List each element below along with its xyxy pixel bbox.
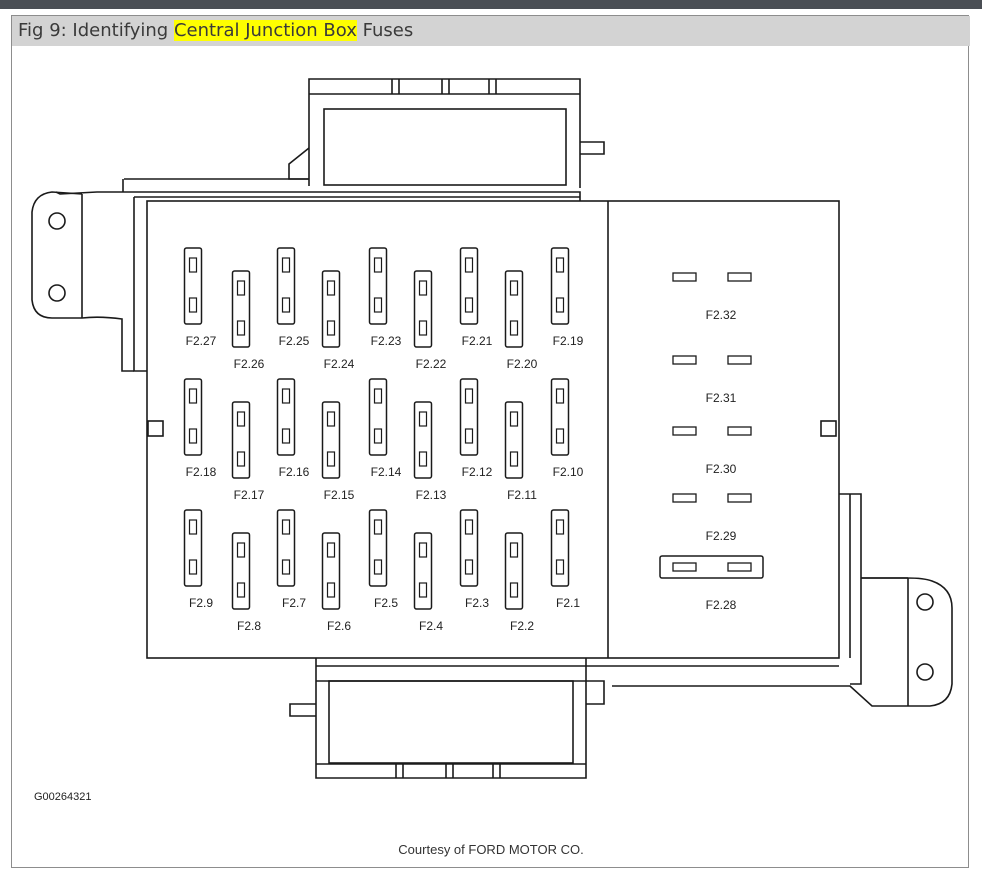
fuse-label: F2.22 — [416, 357, 447, 371]
fuse-label: F2.32 — [706, 308, 737, 322]
fuse-f2-2: F2.2 — [504, 532, 534, 633]
fuse-f2-13: F2.13 — [413, 401, 447, 502]
fuse-f2-5: F2.5 — [368, 509, 398, 610]
fuse-f2-27: F2.27 — [183, 247, 217, 348]
fuse-label: F2.9 — [189, 596, 213, 610]
fuse-label: F2.24 — [324, 357, 355, 371]
fuse-f2-7: F2.7 — [276, 509, 306, 610]
fuse-label: F2.29 — [706, 529, 737, 543]
fuse-label: F2.8 — [237, 619, 261, 633]
fuse-label: F2.13 — [416, 488, 447, 502]
fuse-f2-11: F2.11 — [504, 401, 537, 502]
fuse-label: F2.26 — [234, 357, 265, 371]
title-prefix: Fig 9: Identifying — [18, 20, 174, 41]
housing-outline — [31, 78, 953, 779]
fuse-f2-15: F2.15 — [321, 401, 355, 502]
fuse-f2-8: F2.8 — [231, 532, 261, 633]
fuse-f2-23: F2.23 — [368, 247, 402, 348]
fuse-label: F2.31 — [706, 391, 737, 405]
fuse-label: F2.6 — [327, 619, 351, 633]
fuse-f2-1: F2.1 — [550, 509, 580, 610]
fuse-label: F2.7 — [282, 596, 306, 610]
title-highlight: Central Junction Box — [173, 20, 357, 41]
fuse-label: F2.14 — [371, 465, 402, 479]
fuse-f2-28: F2.28 — [659, 555, 764, 612]
fuse-label: F2.21 — [462, 334, 493, 348]
fuse-label: F2.2 — [510, 619, 534, 633]
right-mount-bracket — [612, 577, 953, 707]
fuse-label: F2.20 — [507, 357, 538, 371]
fuse-f2-3: F2.3 — [459, 509, 489, 610]
fuse-f2-9: F2.9 — [183, 509, 213, 610]
fuse-label: F2.23 — [371, 334, 402, 348]
top-bar — [0, 0, 982, 9]
figure-title: Fig 9: Identifying Central Junction Box … — [12, 16, 970, 46]
fuse-label: F2.10 — [553, 465, 584, 479]
fuse-f2-16: F2.16 — [276, 378, 310, 479]
fuse-label: F2.5 — [374, 596, 398, 610]
fuse-label: F2.28 — [706, 598, 737, 612]
fuse-f2-22: F2.22 — [413, 270, 447, 371]
fuse-label: F2.19 — [553, 334, 584, 348]
figure-credit: Courtesy of FORD MOTOR CO. — [398, 842, 584, 857]
fuse-f2-6: F2.6 — [321, 532, 351, 633]
fuse-f2-19: F2.19 — [550, 247, 584, 348]
title-suffix: Fuses — [356, 20, 414, 41]
fuse-f2-14: F2.14 — [368, 378, 402, 479]
figure-frame: Fig 9: Identifying Central Junction Box … — [11, 15, 970, 868]
fuse-f2-17: F2.17 — [231, 401, 265, 502]
fuse-label: F2.1 — [556, 596, 580, 610]
fuse-f2-26: F2.26 — [231, 270, 265, 371]
fuse-label: F2.25 — [279, 334, 310, 348]
image-code: G00264321 — [34, 791, 92, 803]
fuse-f2-20: F2.20 — [504, 270, 538, 371]
fuse-f2-25: F2.25 — [276, 247, 310, 348]
fuse-f2-30: F2.30 — [672, 426, 752, 476]
fuse-label: F2.27 — [186, 334, 217, 348]
fuse-label: F2.3 — [465, 596, 489, 610]
fuse-label: F2.18 — [186, 465, 217, 479]
fuse-label: F2.4 — [419, 619, 443, 633]
fuse-f2-29: F2.29 — [672, 493, 752, 543]
left-mount-bracket — [31, 191, 134, 372]
fuse-f2-10: F2.10 — [550, 378, 584, 479]
main-housing — [146, 200, 840, 659]
fuse-f2-18: F2.18 — [183, 378, 217, 479]
fuse-f2-4: F2.4 — [413, 532, 443, 633]
fuse-label: F2.17 — [234, 488, 265, 502]
fuse-label: F2.30 — [706, 462, 737, 476]
fuse-label: F2.15 — [324, 488, 355, 502]
fuse-f2-12: F2.12 — [459, 378, 493, 479]
fuse-f2-24: F2.24 — [321, 270, 355, 371]
fuse-label: F2.11 — [507, 488, 537, 502]
fuse-label: F2.16 — [279, 465, 310, 479]
fuse-label: F2.12 — [462, 465, 493, 479]
fuse-f2-32: F2.32 — [672, 272, 752, 322]
fuse-f2-21: F2.21 — [459, 247, 493, 348]
fuse-f2-31: F2.31 — [672, 355, 752, 405]
